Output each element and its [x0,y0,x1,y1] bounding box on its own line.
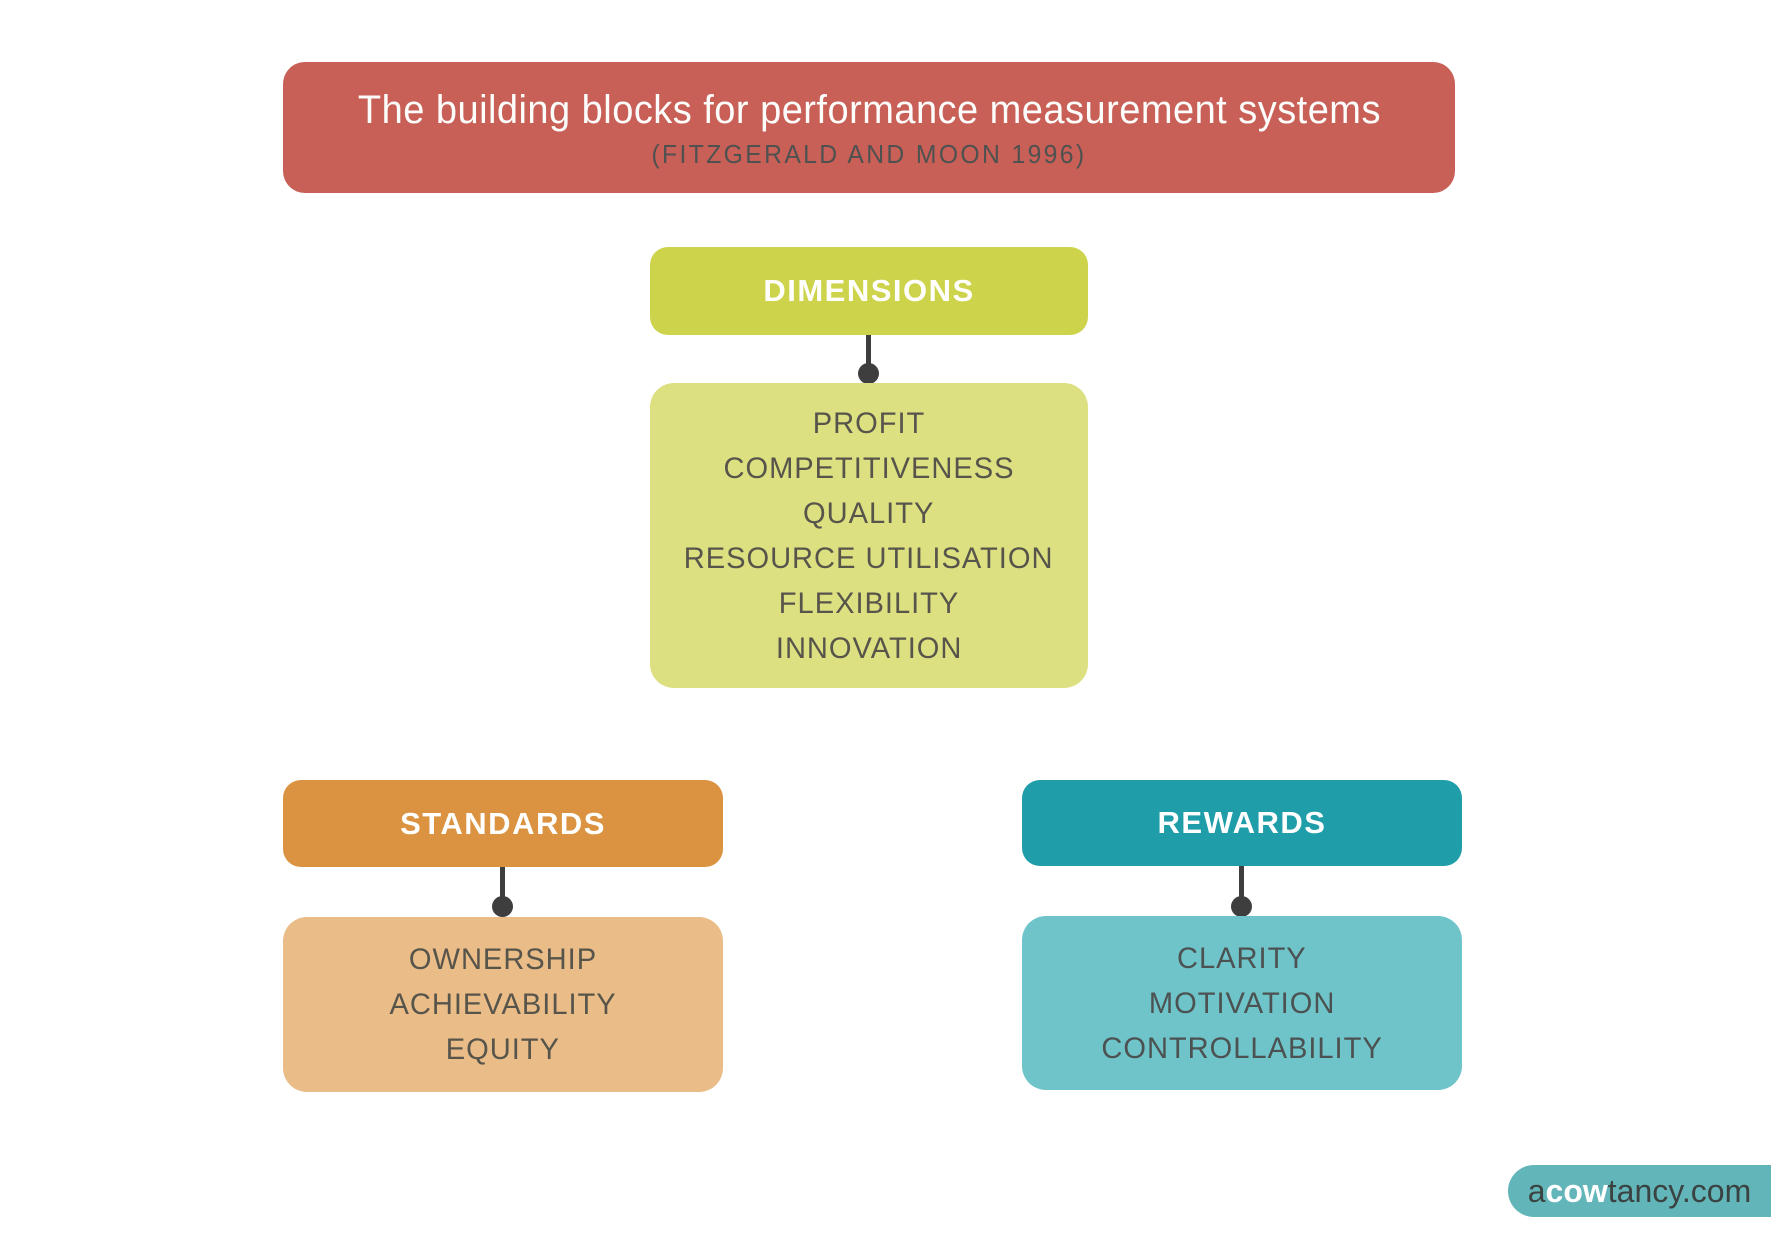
list-item: MOTIVATION [1148,986,1336,1020]
list-item: INNOVATION [775,631,963,665]
dimensions-connector-line [866,335,871,369]
list-item: PROFIT [812,406,926,440]
dimensions-header-box: DIMENSIONS [650,247,1088,335]
list-item: ACHIEVABILITY [389,988,617,1021]
diagram-subtitle: (FITZGERALD AND MOON 1996) [651,138,1087,169]
rewards-label: REWARDS [1157,805,1327,840]
rewards-body-box: CLARITY MOTIVATION CONTROLLABILITY [1022,916,1462,1090]
list-item: OWNERSHIP [408,943,598,976]
list-item: CONTROLLABILITY [1101,1031,1383,1065]
logo-text-bold: cow [1545,1172,1608,1209]
standards-connector-line [500,867,505,901]
list-item: CLARITY [1177,941,1307,975]
rewards-header-box: REWARDS [1022,780,1462,866]
standards-body-box: OWNERSHIP ACHIEVABILITY EQUITY [283,917,723,1092]
standards-connector-dot [492,896,513,917]
logo-text-prefix: a [1527,1172,1546,1209]
rewards-connector-line [1239,866,1244,901]
header-banner: The building blocks for performance meas… [283,62,1455,193]
list-item: FLEXIBILITY [778,586,960,620]
list-item: QUALITY [803,496,935,530]
standards-label: STANDARDS [400,805,606,841]
dimensions-body-box: PROFIT COMPETITIVENESS QUALITY RESOURCE … [650,383,1088,688]
list-item: RESOURCE UTILISATION [684,541,1054,575]
list-item: COMPETITIVENESS [723,451,1015,485]
list-item: EQUITY [445,1033,561,1066]
diagram-title: The building blocks for performance meas… [357,87,1381,132]
standards-header-box: STANDARDS [283,780,723,867]
logo-text-suffix: tancy.com [1607,1172,1752,1209]
rewards-connector-dot [1231,896,1252,917]
dimensions-connector-dot [858,363,879,384]
dimensions-label: DIMENSIONS [763,273,975,308]
